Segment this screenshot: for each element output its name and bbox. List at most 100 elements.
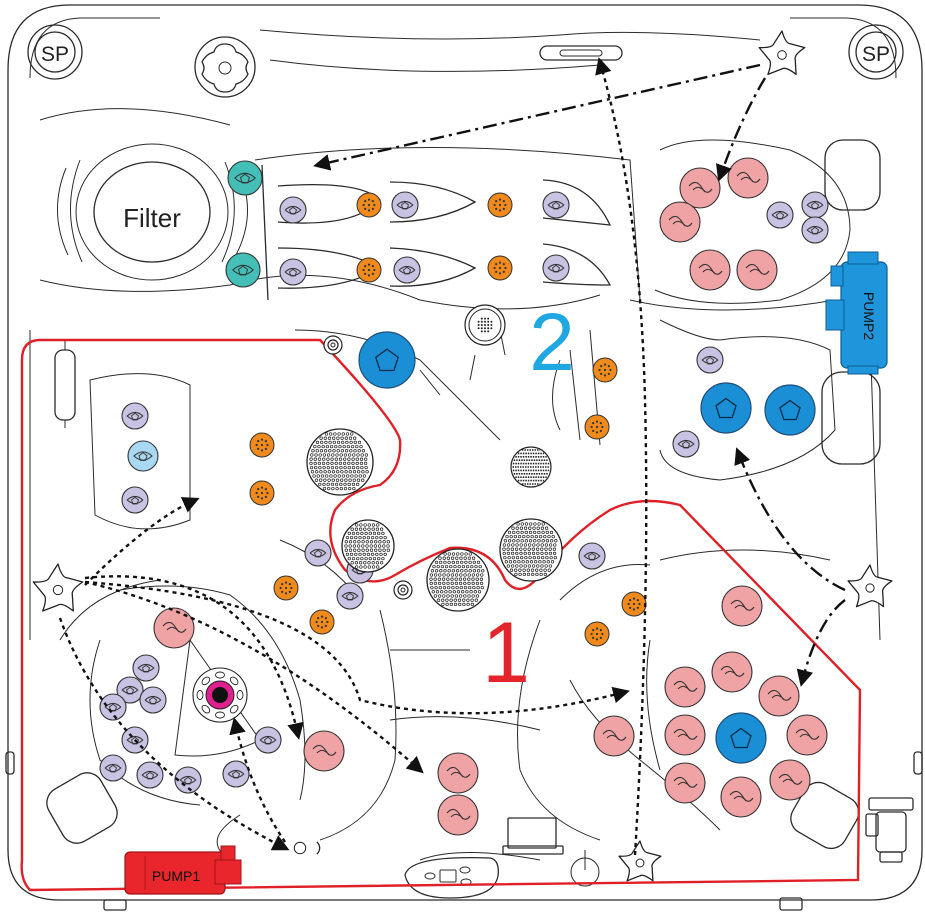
eye-jet-icon[interactable] xyxy=(336,582,364,610)
air-jet-icon[interactable] xyxy=(487,255,513,281)
suction-grille-icon[interactable] xyxy=(499,518,563,582)
air-jet-icon[interactable] xyxy=(356,192,382,218)
eye-jet-icon[interactable] xyxy=(174,766,202,794)
air-jet-icon[interactable] xyxy=(249,480,275,506)
air-control-ring-icon[interactable] xyxy=(323,335,343,355)
corner-speaker-right: SP xyxy=(848,24,904,80)
pump-1-label: PUMP1 xyxy=(152,868,200,884)
massage-control-jet-icon[interactable] xyxy=(192,667,248,723)
air-jet-icon[interactable] xyxy=(584,414,610,440)
eye-jet-icon[interactable] xyxy=(121,486,149,514)
eye-jet-icon[interactable] xyxy=(136,761,164,789)
eye-jet-icon[interactable] xyxy=(304,539,332,567)
star-valve-icon[interactable] xyxy=(758,30,806,76)
zone-1-outline xyxy=(20,338,862,892)
swirl-jet-icon[interactable] xyxy=(664,714,706,756)
speaker-left-label: SP xyxy=(41,43,69,66)
eye-jet-icon[interactable] xyxy=(801,216,829,244)
air-jet-icon[interactable] xyxy=(592,357,618,383)
eye-jet-icon[interactable] xyxy=(696,346,724,374)
air-jet-icon[interactable] xyxy=(621,591,647,617)
water-flow-arrow xyxy=(313,63,761,171)
swirl-jet-icon[interactable] xyxy=(437,794,479,836)
swirl-jet-icon[interactable] xyxy=(679,167,721,209)
swirl-jet-icon[interactable] xyxy=(786,714,828,756)
suction-grille-icon[interactable] xyxy=(510,446,552,488)
eye-jet-icon[interactable] xyxy=(225,252,261,288)
swirl-jet-icon[interactable] xyxy=(720,776,762,818)
pentagon-jet-icon[interactable] xyxy=(358,331,416,389)
water-flow-arrow xyxy=(595,57,648,856)
air-jet-icon[interactable] xyxy=(356,257,382,283)
star-valve-icon[interactable] xyxy=(618,840,662,882)
diverter-valve-icon[interactable] xyxy=(293,841,321,855)
eye-jet-icon[interactable] xyxy=(279,258,307,286)
air-jet-icon[interactable] xyxy=(309,609,335,635)
star-valve-icon[interactable] xyxy=(847,564,893,608)
eye-jet-icon[interactable] xyxy=(127,440,159,472)
eye-jet-icon[interactable] xyxy=(132,654,160,682)
water-flow-arrow xyxy=(734,447,846,592)
pentagon-jet-icon[interactable] xyxy=(700,382,752,434)
eye-jet-icon[interactable] xyxy=(139,686,167,714)
swirl-jet-icon[interactable] xyxy=(727,157,769,199)
swirl-jet-icon[interactable] xyxy=(664,666,706,708)
eye-jet-icon[interactable] xyxy=(99,693,127,721)
eye-jet-icon[interactable] xyxy=(116,676,144,704)
pentagon-jet-icon[interactable] xyxy=(764,384,816,436)
eye-jet-icon[interactable] xyxy=(801,191,829,219)
swirl-jet-icon[interactable] xyxy=(758,675,800,717)
air-jet-icon[interactable] xyxy=(584,621,610,647)
air-control-ring-icon[interactable] xyxy=(393,580,413,600)
speaker-right-label: SP xyxy=(862,43,890,66)
air-jet-icon[interactable] xyxy=(273,575,299,601)
suction-grille-icon[interactable] xyxy=(306,428,374,496)
suction-grille-icon[interactable] xyxy=(426,548,490,612)
swirl-jet-icon[interactable] xyxy=(689,249,731,291)
eye-jet-icon[interactable] xyxy=(393,256,421,284)
swirl-jet-icon[interactable] xyxy=(437,752,479,794)
eye-jet-icon[interactable] xyxy=(542,254,570,282)
corner-speaker-left: SP xyxy=(27,24,83,80)
swirl-jet-icon[interactable] xyxy=(736,249,778,291)
swirl-jet-icon[interactable] xyxy=(593,715,635,757)
water-flow-arrow xyxy=(84,497,200,586)
water-flow-arrow xyxy=(84,580,424,774)
filter-label: Filter xyxy=(123,203,181,233)
swirl-jet-icon[interactable] xyxy=(721,585,763,627)
zone-1-number: 1 xyxy=(482,605,530,701)
air-jet-icon[interactable] xyxy=(487,192,513,218)
suction-grille-icon[interactable] xyxy=(341,519,395,573)
swirl-jet-icon[interactable] xyxy=(303,730,345,772)
star-valve-icon[interactable] xyxy=(32,563,84,612)
pump-2: PUMP2 xyxy=(825,251,888,375)
swirl-jet-icon[interactable] xyxy=(711,651,753,693)
eye-jet-icon[interactable] xyxy=(222,760,250,788)
eye-jet-icon[interactable] xyxy=(391,191,419,219)
swirl-jet-icon[interactable] xyxy=(664,762,706,804)
filter-housing: Filter xyxy=(57,143,248,281)
eye-jet-icon[interactable] xyxy=(766,201,794,229)
water-flow-arrow xyxy=(84,580,630,715)
waterfall-knob-icon[interactable] xyxy=(194,36,256,98)
pump-2-label: PUMP2 xyxy=(861,292,877,340)
suction-grille-icon[interactable] xyxy=(464,304,506,346)
air-jet-icon[interactable] xyxy=(249,432,275,458)
swirl-jet-icon[interactable] xyxy=(153,607,195,649)
pentagon-jet-icon[interactable] xyxy=(715,712,767,764)
water-flow-arrow xyxy=(229,717,286,843)
eye-jet-icon[interactable] xyxy=(254,726,282,754)
eye-jet-icon[interactable] xyxy=(279,196,307,224)
water-flow-arrow xyxy=(84,575,304,740)
pump-1: PUMP1 xyxy=(124,845,242,895)
eye-jet-icon[interactable] xyxy=(578,542,606,570)
zone-2-number: 2 xyxy=(529,297,575,388)
eye-jet-icon[interactable] xyxy=(99,754,127,782)
swirl-jet-icon[interactable] xyxy=(769,759,811,801)
eye-jet-icon[interactable] xyxy=(672,430,700,458)
swirl-jet-icon[interactable] xyxy=(659,201,701,243)
eye-jet-icon[interactable] xyxy=(121,402,149,430)
eye-jet-icon[interactable] xyxy=(542,191,570,219)
eye-jet-icon[interactable] xyxy=(227,160,263,196)
